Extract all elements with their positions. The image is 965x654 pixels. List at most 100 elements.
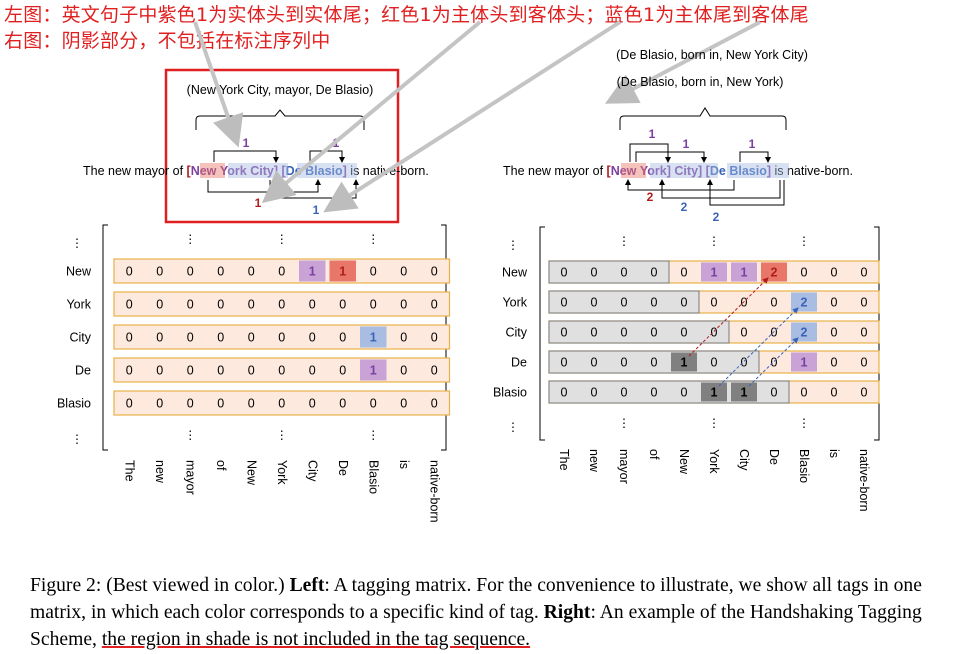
left-arc-label-4: 1	[313, 203, 320, 217]
right-arc-3	[739, 151, 771, 163]
matrix-cell: 0	[370, 298, 377, 312]
pointer-arrow-1	[193, 21, 244, 148]
tag-cell-highlight	[791, 352, 817, 372]
right-arc-1	[629, 143, 671, 163]
column-label-of: of	[214, 460, 228, 471]
dots-bottom-left: ⋮	[507, 420, 519, 434]
matrix-cell: 0	[217, 397, 224, 411]
dots-bottom-2: ⋮	[798, 416, 810, 430]
dots-bottom-0: ⋮	[618, 416, 630, 430]
matrix-cell: 0	[187, 364, 194, 378]
caption-underlined: the region in shade is not included in t…	[101, 629, 531, 650]
matrix-cell: 0	[217, 265, 224, 279]
matrix-cell: 0	[561, 296, 568, 310]
matrix-row	[113, 258, 451, 284]
tag-cell-highlight	[791, 322, 817, 342]
matrix-cell: 0	[431, 364, 438, 378]
pointer-arrow-2	[261, 20, 482, 204]
row-label-new: New	[66, 265, 92, 279]
column-label-the: The	[557, 449, 571, 471]
right-arc-2	[635, 151, 707, 163]
right-arc-label-5: 2	[681, 200, 688, 214]
matrix-cell: 0	[561, 326, 568, 340]
matrix-cell: 0	[711, 356, 718, 370]
matrix-cell: 0	[831, 266, 838, 280]
matrix-cell: 0	[621, 326, 628, 340]
matrix-cell: 0	[431, 265, 438, 279]
matrix-cell: 0	[309, 298, 316, 312]
matrix-cell: 1	[309, 265, 316, 279]
matrix-cell: 0	[651, 266, 658, 280]
right-matrix-links	[688, 277, 799, 387]
matrix-cell: 0	[248, 364, 255, 378]
matrix-cell: 0	[621, 356, 628, 370]
tag-cell-highlight	[731, 382, 757, 402]
matrix-cell: 0	[621, 266, 628, 280]
figure-svg: (New York City, mayor, De Blasio) The ne…	[57, 20, 880, 523]
matrix-cell: 0	[126, 265, 133, 279]
dots-top-left: ⋮	[71, 236, 83, 250]
matrix-cell: 0	[831, 296, 838, 310]
column-label-de: De	[767, 449, 781, 465]
column-label-mayor: mayor	[183, 460, 197, 495]
dots-top-left: ⋮	[507, 238, 519, 252]
tag-cell-highlight	[671, 352, 697, 372]
row-label-york: York	[502, 296, 527, 310]
matrix-cell: 2	[771, 266, 778, 280]
matrix-cell: 0	[801, 386, 808, 400]
column-label-york: York	[707, 449, 721, 474]
matrix-cell: 0	[126, 298, 133, 312]
matrix-cell: 0	[156, 397, 163, 411]
matrix-cell: 0	[771, 326, 778, 340]
pointer-arrow-3	[323, 20, 622, 213]
right-arc-4	[625, 179, 735, 191]
row-label-city: City	[505, 326, 527, 340]
matrix-cell: 0	[370, 265, 377, 279]
dots-bottom-1: ⋮	[708, 416, 720, 430]
right-arc-label-4: 2	[647, 190, 654, 204]
matrix-cell: 0	[126, 397, 133, 411]
matrix-cell: 0	[561, 356, 568, 370]
matrix-cell: 0	[651, 326, 658, 340]
dots-top-1: ⋮	[276, 232, 288, 246]
column-label-native-born: native-born	[857, 449, 871, 512]
matrix-cell: 0	[741, 326, 748, 340]
matrix-cell: 0	[591, 356, 598, 370]
annotation-line-1: 左图：英文句子中紫色1为实体头到实体尾；红色1为主体头到客体头；蓝色1为主体尾到…	[4, 4, 809, 26]
dots-bottom-0: ⋮	[184, 428, 196, 442]
matrix-cell: 0	[400, 364, 407, 378]
matrix-cell: 0	[187, 265, 194, 279]
matrix-cell: 0	[248, 265, 255, 279]
matrix-cell: 0	[861, 386, 868, 400]
matrix-cell: 0	[126, 331, 133, 345]
matrix-cell: 0	[861, 296, 868, 310]
dots-top-1: ⋮	[708, 234, 720, 248]
matrix-cell: 0	[591, 296, 598, 310]
matrix-cell: 0	[156, 331, 163, 345]
matrix-cell: 0	[248, 298, 255, 312]
matrix-cell: 0	[156, 364, 163, 378]
matrix-cell: 1	[711, 386, 718, 400]
matrix-cell: 0	[591, 266, 598, 280]
column-label-blasio: Blasio	[797, 449, 811, 483]
dots-top-0: ⋮	[618, 234, 630, 248]
link-blue-2	[748, 337, 799, 387]
matrix-cell: 0	[370, 397, 377, 411]
matrix-cell: 0	[681, 326, 688, 340]
right-sentence: The new mayor of [New York] City] [De Bl…	[503, 164, 853, 178]
left-matrix-bracket-l	[102, 224, 108, 451]
column-label-the: The	[122, 460, 136, 482]
dots-bottom-1: ⋮	[276, 428, 288, 442]
matrix-row	[113, 357, 451, 383]
column-label-blasio: Blasio	[366, 460, 380, 494]
matrix-cell: 0	[861, 266, 868, 280]
matrix-cell: 0	[400, 265, 407, 279]
matrix-cell: 2	[801, 326, 808, 340]
matrix-cell: 0	[831, 356, 838, 370]
matrix-cell: 1	[711, 266, 718, 280]
dots-top-0: ⋮	[184, 232, 196, 246]
right-arc-label-1: 1	[649, 127, 656, 141]
right-arc-5	[659, 179, 781, 199]
matrix-cell: 0	[126, 364, 133, 378]
